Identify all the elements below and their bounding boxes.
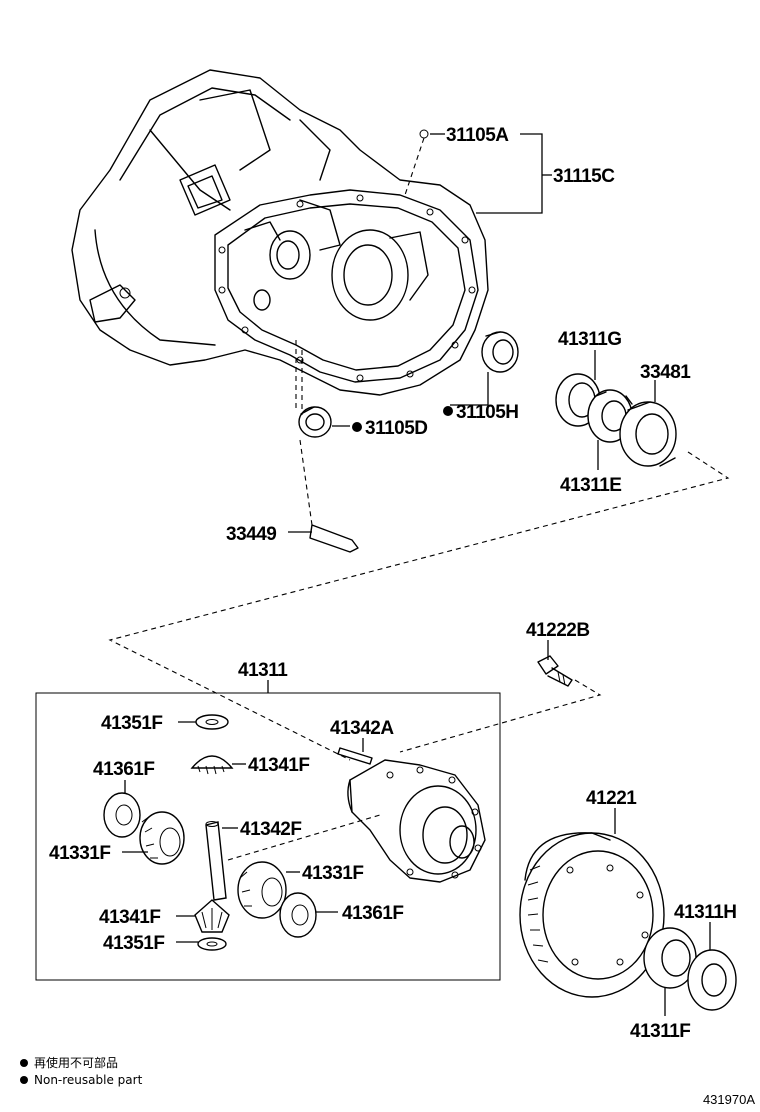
label-41351f-top[interactable]: 41351F bbox=[101, 713, 163, 734]
label-31105a[interactable]: 31105A bbox=[446, 125, 510, 146]
washer-41351f-top-illustration bbox=[195, 714, 229, 730]
label-41342f[interactable]: 41342F bbox=[240, 819, 302, 840]
case-33481-illustration bbox=[619, 401, 677, 467]
label-41351f-bottom[interactable]: 41351F bbox=[103, 933, 165, 954]
bolt-41222b-illustration bbox=[537, 655, 573, 687]
thrust-washer-41361f-right-illustration bbox=[279, 892, 317, 938]
label-31105d[interactable]: 31105D bbox=[365, 418, 428, 439]
non-reusable-marker-31105h bbox=[443, 406, 453, 416]
side-gear-41331f-right-illustration bbox=[237, 861, 287, 919]
label-41221[interactable]: 41221 bbox=[586, 788, 638, 809]
pinion-shaft-41342f-illustration bbox=[205, 821, 227, 901]
label-33481[interactable]: 33481 bbox=[640, 362, 692, 383]
label-41331f-right[interactable]: 41331F bbox=[302, 863, 364, 884]
oil-seal-31105h-illustration bbox=[481, 331, 519, 373]
thrust-washer-41361f-left-illustration bbox=[103, 792, 141, 838]
leader-lines bbox=[122, 133, 711, 1016]
pinion-41341f-bottom-illustration bbox=[194, 899, 230, 933]
label-41331f-left[interactable]: 41331F bbox=[49, 843, 111, 864]
differential-case-illustration bbox=[227, 759, 486, 883]
bolt-guide-line bbox=[399, 679, 602, 753]
label-41311f[interactable]: 41311F bbox=[630, 1021, 691, 1042]
label-41361f-right[interactable]: 41361F bbox=[342, 903, 404, 924]
label-41311h[interactable]: 41311H bbox=[674, 902, 737, 923]
pin-41342a-illustration bbox=[337, 747, 373, 765]
washer-41351f-bottom-illustration bbox=[197, 937, 227, 951]
label-31115c[interactable]: 31115C bbox=[553, 166, 616, 187]
legend-english: Non-reusable part bbox=[34, 1073, 143, 1087]
ring-gear-41221-illustration bbox=[519, 832, 665, 998]
label-41341f-bottom[interactable]: 41341F bbox=[99, 907, 161, 928]
plug-31105a-illustration bbox=[404, 129, 429, 196]
non-reusable-marker-31105d bbox=[352, 422, 362, 432]
label-41341f-top[interactable]: 41341F bbox=[248, 755, 310, 776]
oil-seal-31105d-illustration bbox=[295, 340, 332, 438]
pinion-41341f-top-illustration bbox=[190, 755, 234, 775]
label-41361f-left[interactable]: 41361F bbox=[93, 759, 155, 780]
label-33449[interactable]: 33449 bbox=[226, 524, 277, 545]
label-41311g[interactable]: 41311G bbox=[558, 329, 622, 350]
legend-dot-english bbox=[20, 1076, 28, 1084]
transaxle-case-illustration bbox=[71, 69, 489, 396]
legend-dot-japanese bbox=[20, 1059, 28, 1067]
legend-japanese: 再使用不可部品 bbox=[34, 1055, 118, 1070]
illustration-code: 431970A bbox=[703, 1092, 755, 1107]
side-gear-41331f-left-illustration bbox=[139, 811, 185, 865]
label-41342a[interactable]: 41342A bbox=[330, 718, 395, 739]
label-41222b[interactable]: 41222B bbox=[526, 620, 590, 641]
label-41311[interactable]: 41311 bbox=[238, 660, 289, 681]
label-41311e[interactable]: 41311E bbox=[560, 475, 622, 496]
label-31105h[interactable]: 31105H bbox=[456, 402, 519, 423]
assembly-guide-line bbox=[108, 451, 730, 761]
sleeve-33449-illustration bbox=[299, 439, 359, 553]
race-41311h-illustration bbox=[687, 949, 737, 1011]
